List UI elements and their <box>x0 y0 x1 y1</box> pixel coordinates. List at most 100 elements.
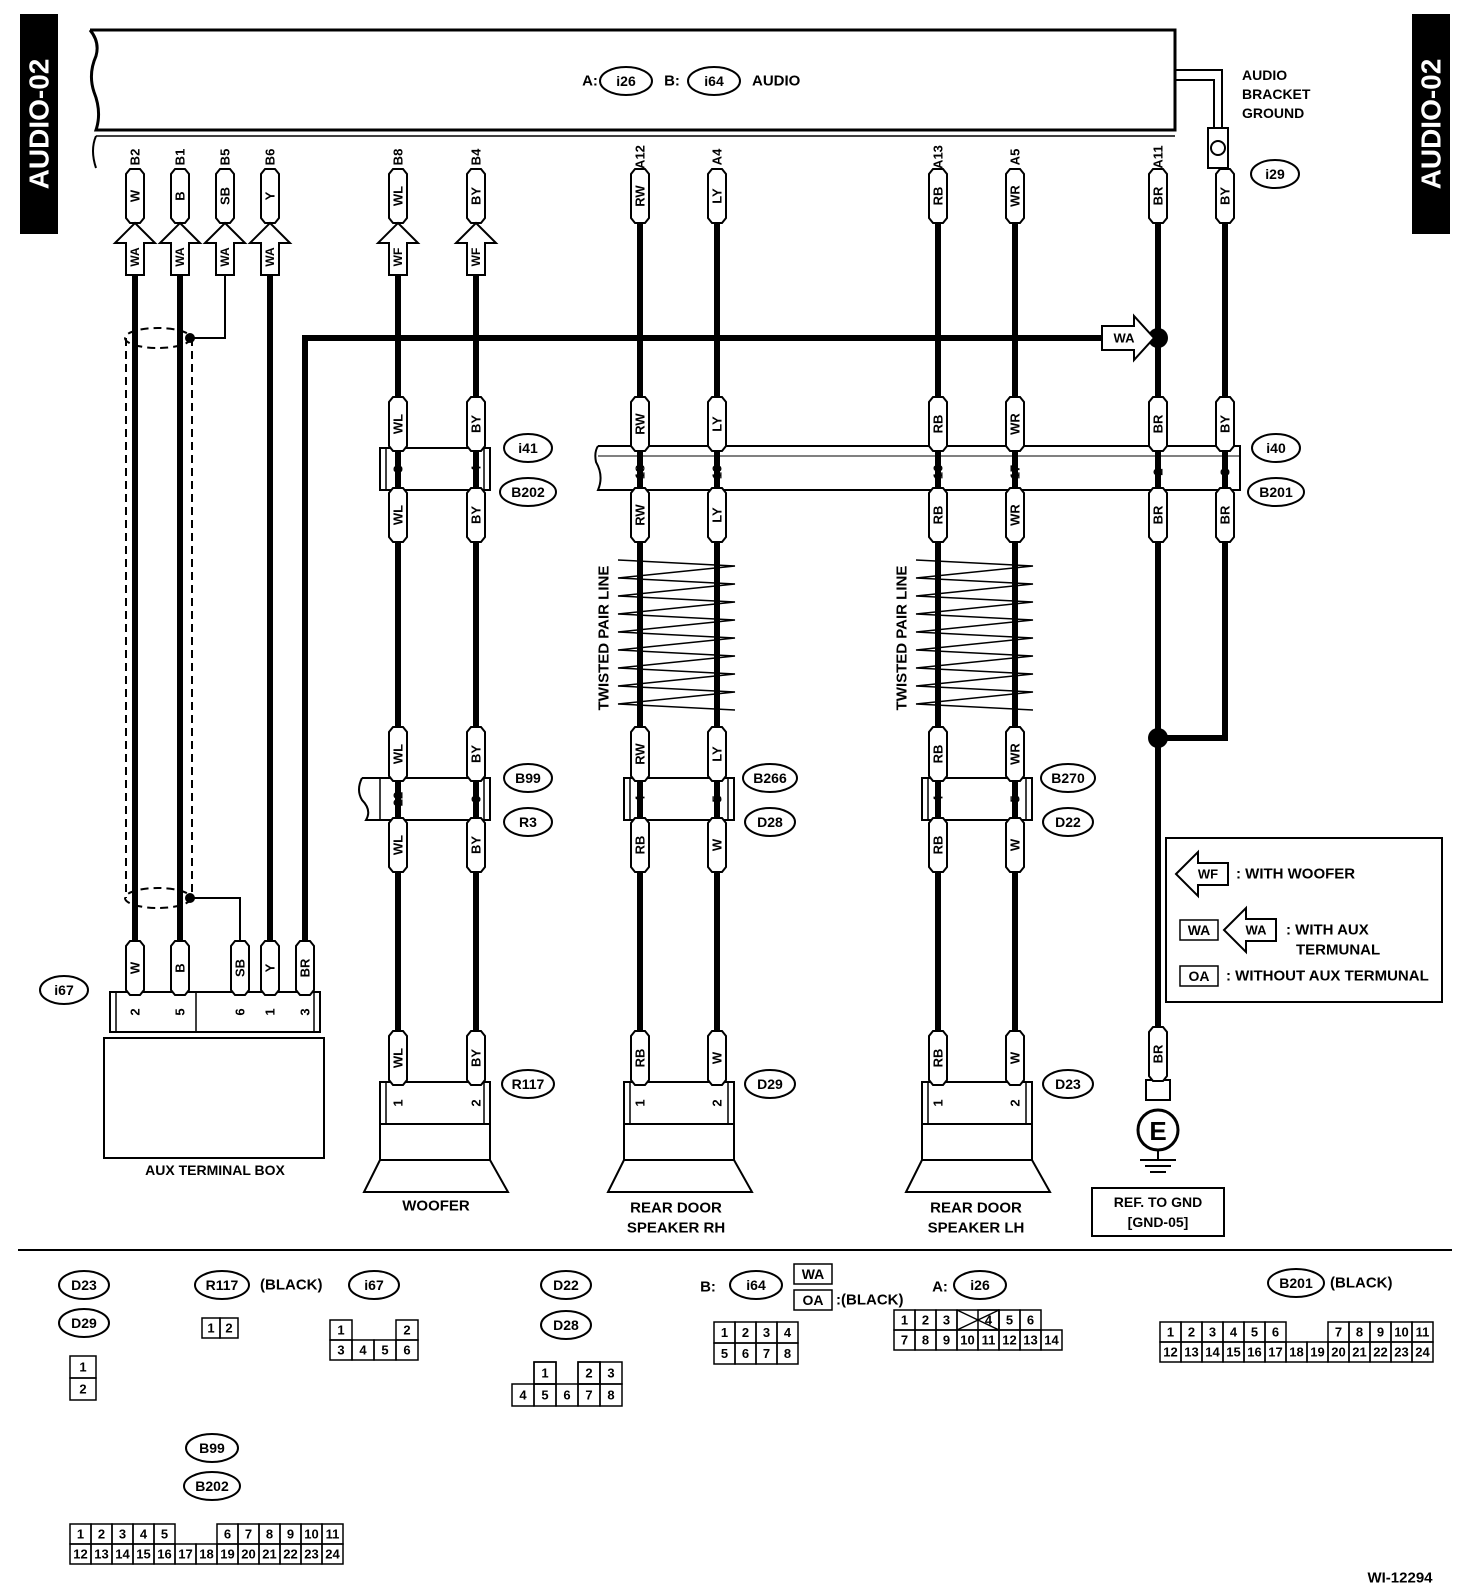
view-i64 <box>729 1270 783 1300</box>
view-b201-pin: 19 <box>1310 1345 1324 1360</box>
option-arrow <box>202 221 248 276</box>
top-wire-label: BY <box>469 187 484 205</box>
audio-unit-box <box>88 28 1177 132</box>
legend-wf-arrow-label: WF <box>1198 867 1218 882</box>
pin-number: 2 <box>1151 468 1166 475</box>
ground-label: AUDIO <box>1242 67 1287 83</box>
view-b99-pin: 14 <box>115 1547 130 1562</box>
wire-label: RW <box>633 413 648 435</box>
view-b201-pin: 2 <box>1188 1325 1195 1340</box>
aux-box-label: AUX TERMINAL BOX <box>145 1162 285 1178</box>
legend-oa-text: : WITHOUT AUX TERMUNAL <box>1226 968 1429 985</box>
wire-label: RB <box>633 1049 648 1068</box>
woofer-label: WOOFER <box>402 1198 470 1215</box>
view-i26-prefix: A: <box>932 1279 948 1296</box>
audio-prefix-b: B: <box>664 73 680 90</box>
view-i26-pin: 4 <box>985 1313 993 1328</box>
wire-label: WL <box>391 414 406 434</box>
wire-label: BR <box>1218 505 1233 524</box>
audio-pin: B4 <box>469 148 484 165</box>
figure-id: WI-12294 <box>1367 1570 1433 1587</box>
view-d22-pin: 2 <box>585 1366 592 1381</box>
connector-d22 <box>1042 807 1094 837</box>
view-b201-pin: 9 <box>1377 1325 1384 1340</box>
top-wire-label: WR <box>1008 185 1023 207</box>
wire-tag <box>1005 817 1025 873</box>
connector-r117 <box>501 1069 555 1099</box>
view-b99-pin: 17 <box>178 1547 192 1562</box>
connector-r3 <box>503 807 553 837</box>
view-b201 <box>1267 1268 1325 1298</box>
top-wire <box>707 168 727 224</box>
wire-tag <box>630 817 650 873</box>
view-d29-label: D29 <box>71 1315 97 1331</box>
pin-number: 5 <box>1008 795 1023 802</box>
top-wire-label: B <box>173 191 188 200</box>
wire-tag <box>388 726 408 782</box>
wire-tag <box>928 1030 948 1086</box>
wire-tag <box>170 940 190 996</box>
rear-lh-label: REAR DOOR <box>930 1200 1022 1217</box>
wire-tag <box>466 726 486 782</box>
wire-tag <box>630 726 650 782</box>
view-d22-pin: 1 <box>541 1366 548 1381</box>
view-b201-pin: 20 <box>1331 1345 1345 1360</box>
view-i26-pin: 12 <box>1002 1333 1016 1348</box>
view-b99-pin: 11 <box>326 1527 340 1542</box>
view-b99-pin: 22 <box>283 1547 297 1562</box>
view-b201-color: (BLACK) <box>1330 1275 1392 1292</box>
view-b99-pin: 24 <box>325 1547 340 1562</box>
view-r117 <box>194 1270 250 1300</box>
view-b201-pin: 22 <box>1373 1345 1387 1360</box>
wire-label: RB <box>931 836 946 855</box>
view-r117-pin: 2 <box>225 1321 232 1336</box>
connector-i40 <box>1251 433 1301 463</box>
option-arrow <box>157 221 203 276</box>
view-d29 <box>58 1308 110 1338</box>
wire-label: BY <box>469 745 484 763</box>
option-arrow <box>453 221 499 276</box>
view-i64-color: :(BLACK) <box>836 1292 903 1309</box>
view-r117-pin: 1 <box>207 1321 214 1336</box>
connector-b266 <box>742 763 798 793</box>
connector-r117-label: R117 <box>512 1076 545 1092</box>
pin-number: 2 <box>469 1099 484 1106</box>
view-d22-pin: 8 <box>607 1388 614 1403</box>
wire-tag <box>928 726 948 782</box>
connector-d28 <box>744 807 796 837</box>
top-wire-label: LY <box>710 188 725 204</box>
view-i26-pin: 2 <box>922 1313 929 1328</box>
view-b99-pin: 20 <box>241 1547 255 1562</box>
wire-tag <box>1005 487 1025 543</box>
connector-i29 <box>1250 159 1300 189</box>
audio-pin: B2 <box>128 149 143 166</box>
view-b201-pin: 18 <box>1289 1345 1303 1360</box>
connector-b99-label: B99 <box>515 770 541 786</box>
connector-i26 <box>599 66 653 96</box>
top-wire <box>125 168 145 224</box>
audio-pin: B5 <box>218 149 233 166</box>
option-arrow-label: WA <box>173 247 187 267</box>
top-wire-label: RB <box>931 187 946 206</box>
top-wire-label: SB <box>218 187 233 205</box>
wire-label: BY <box>469 415 484 433</box>
connector-b99 <box>503 763 553 793</box>
wire-tag <box>1215 396 1235 452</box>
view-d22 <box>540 1270 592 1300</box>
connector-b202-label: B202 <box>511 484 545 500</box>
wire-tag <box>295 940 315 996</box>
connector-b201-label: B201 <box>1259 484 1293 500</box>
legend-wa-arrow-label: WA <box>1246 923 1268 938</box>
view-i64-pin: 6 <box>742 1346 749 1361</box>
wire-label: BR <box>1151 414 1166 433</box>
wires <box>132 205 1228 1085</box>
wire-label: BY <box>469 1049 484 1067</box>
view-i26-pin: 11 <box>982 1333 996 1348</box>
top-wire <box>170 168 190 224</box>
wire-label: LY <box>710 416 725 432</box>
connector-b266-label: B266 <box>753 770 787 786</box>
view-b99-pin: 18 <box>199 1547 213 1562</box>
connector-i67-label: i67 <box>54 982 74 998</box>
connector-d29-label: D29 <box>757 1076 783 1092</box>
view-i67-pin: 3 <box>337 1343 344 1358</box>
